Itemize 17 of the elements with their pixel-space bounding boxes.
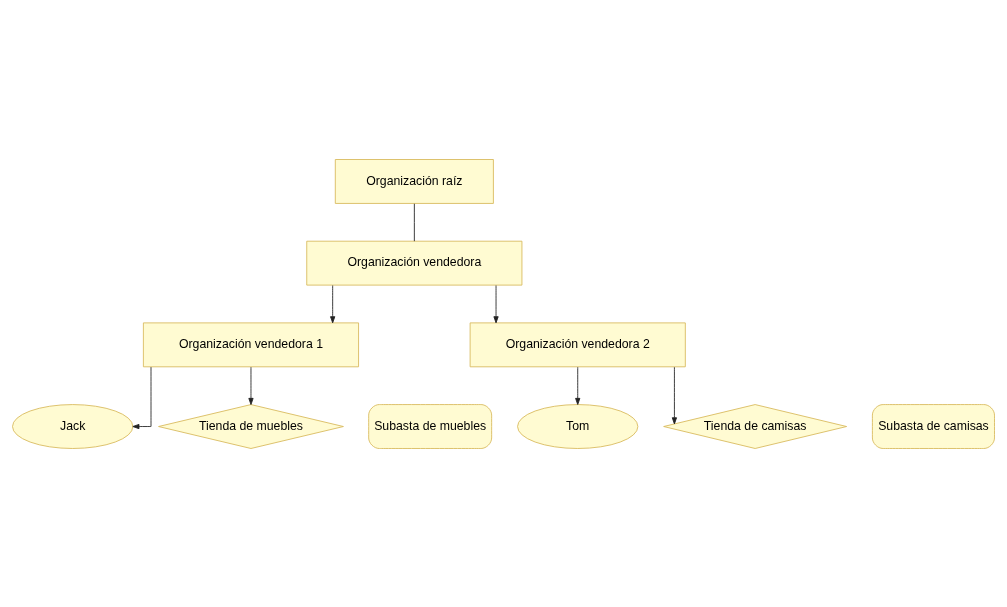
arrow [132, 366, 152, 429]
arrow [493, 284, 499, 323]
node-diamond: Tienda de muebles [158, 403, 344, 449]
connector [413, 202, 415, 242]
node-ellipse: Tom [517, 403, 639, 449]
node-ellipse: Jack [12, 403, 134, 449]
node-box: Organización raíz [334, 158, 494, 204]
arrow [330, 284, 336, 323]
arrow [248, 366, 254, 405]
node-diamond: Tienda de camisas [663, 403, 848, 449]
arrow [671, 366, 677, 424]
node-box: Organización vendedora 2 [469, 321, 686, 367]
node-box: Subasta de muebles [368, 403, 493, 449]
node-box: Organización vendedora [306, 240, 523, 286]
arrow [575, 366, 581, 405]
node-box: Organización vendedora 1 [142, 321, 359, 367]
node-box: Subasta de camisas [871, 403, 995, 449]
